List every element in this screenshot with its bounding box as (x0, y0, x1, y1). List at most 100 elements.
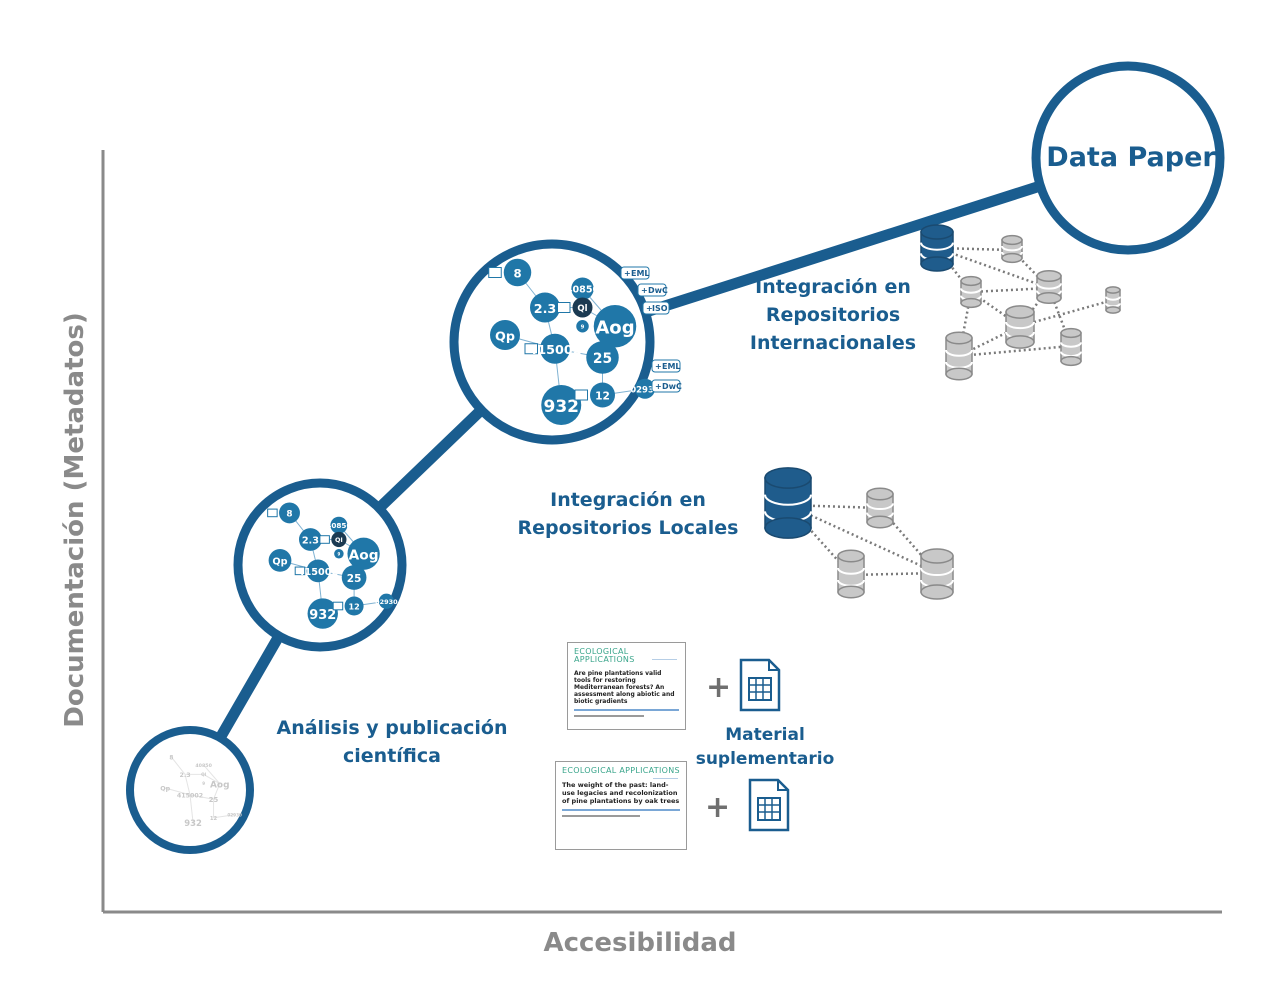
database-icon (1105, 286, 1121, 314)
network-link (1011, 249, 1050, 289)
bubble-label: 12 (595, 389, 610, 402)
label-line: suplementario (695, 749, 835, 769)
bubble-label: 415002 (528, 343, 581, 358)
db-top (1060, 327, 1082, 339)
label-international: Integración en Repositorios Internaciona… (738, 273, 928, 357)
db-band (837, 567, 865, 575)
data-bubble (279, 502, 300, 524)
data-bubble (571, 277, 594, 300)
data-bubble (344, 596, 364, 616)
bubble-label: 40850 (326, 521, 351, 530)
db-top (960, 275, 982, 287)
db-base (920, 256, 954, 272)
bubble-label: Ql (201, 772, 207, 777)
svg-text:+: + (655, 382, 662, 391)
db-base (1005, 335, 1035, 349)
tag-dwc-bottom: DwC (662, 382, 682, 391)
db-base (1001, 252, 1023, 264)
meta-line (562, 815, 640, 817)
db-top (866, 487, 894, 501)
x-axis-label: Accesibilidad (543, 928, 737, 958)
local-repository-network (764, 467, 954, 600)
db-base (945, 367, 973, 381)
data-bubble (334, 549, 344, 559)
svg-text:+: + (655, 362, 662, 371)
db-band (1001, 245, 1023, 252)
data-bubble (378, 593, 394, 609)
bubble-label: Qp (160, 786, 170, 793)
data-bubble (593, 305, 637, 348)
db-top (1036, 269, 1062, 283)
data-bubble (299, 528, 322, 551)
label-line: Integración en (755, 276, 911, 298)
bubble-label: 02930 (630, 385, 660, 395)
plus-sign: + (705, 790, 730, 825)
data-bubble (530, 292, 560, 323)
bubble-label: 25 (593, 351, 612, 367)
data-bubble (490, 320, 520, 350)
bubble-label: 9 (338, 551, 341, 556)
data-bubble (268, 549, 292, 572)
bubble-label: 8 (513, 266, 521, 280)
db-band (920, 242, 954, 251)
label-analysis: Análisis y publicación científica (272, 714, 512, 770)
label-local: Integración en Repositorios Locales (508, 486, 748, 542)
data-bubble (586, 341, 619, 374)
db-top (920, 224, 954, 240)
data-bubble (635, 378, 655, 399)
db-base (764, 517, 812, 539)
database-icon (960, 275, 982, 309)
bubble-label: 2.3 (179, 772, 190, 779)
id-tag-icon (557, 302, 571, 313)
label-line: Material (725, 725, 805, 745)
cluster-edge (203, 764, 221, 785)
database-icon (764, 467, 812, 539)
data-bubble (341, 565, 367, 590)
cluster-edge (189, 794, 194, 823)
network-link (1019, 298, 1114, 328)
paper-link-line: ――――― (653, 776, 678, 782)
bubble-label: Ql (577, 304, 587, 314)
data-bubble (540, 333, 570, 364)
cluster-edge (165, 787, 191, 796)
db-top (1001, 234, 1023, 246)
data-bubble (347, 537, 380, 570)
db-top (1005, 305, 1035, 319)
tag-eml-top: EML (631, 269, 650, 278)
label-line: Repositorios Locales (517, 517, 739, 539)
id-tag-icon (574, 389, 588, 401)
label-line: Internacionales (749, 332, 917, 354)
bubble-label: 40850 (195, 763, 212, 769)
bubble-label: 932 (309, 608, 336, 623)
db-top (945, 331, 973, 345)
international-repository-network (920, 224, 1121, 381)
cluster-edge (213, 814, 235, 819)
db-base (1036, 291, 1062, 305)
data-bubble (541, 385, 582, 425)
author-line (562, 809, 680, 811)
bubble-label: Aog (349, 547, 379, 563)
db-top (764, 467, 812, 489)
bubble-label: 8 (286, 510, 292, 520)
database-icon (866, 487, 894, 529)
data-paper-circle (1031, 61, 1225, 255)
db-band (1060, 342, 1082, 348)
database-icon (1005, 305, 1035, 349)
bubble-label: 932 (184, 818, 202, 828)
paper-thumbnail: ECOLOGICAL APPLICATIONS ――――― The weight… (555, 761, 687, 850)
cluster-edge (171, 756, 186, 775)
data-bubble (307, 598, 338, 629)
database-icon (837, 549, 865, 599)
database-icon (920, 548, 954, 600)
svg-text:+: + (641, 286, 648, 295)
bubble-label: 2.3 (302, 535, 319, 546)
db-band (1105, 296, 1121, 301)
network-link (970, 286, 1050, 294)
data-bubble (306, 559, 330, 583)
tag-eml-bottom: EML (662, 362, 681, 371)
db-band (1036, 283, 1062, 290)
bubble-label: Qp (495, 329, 515, 344)
bubble-label: 40850 (566, 285, 600, 296)
